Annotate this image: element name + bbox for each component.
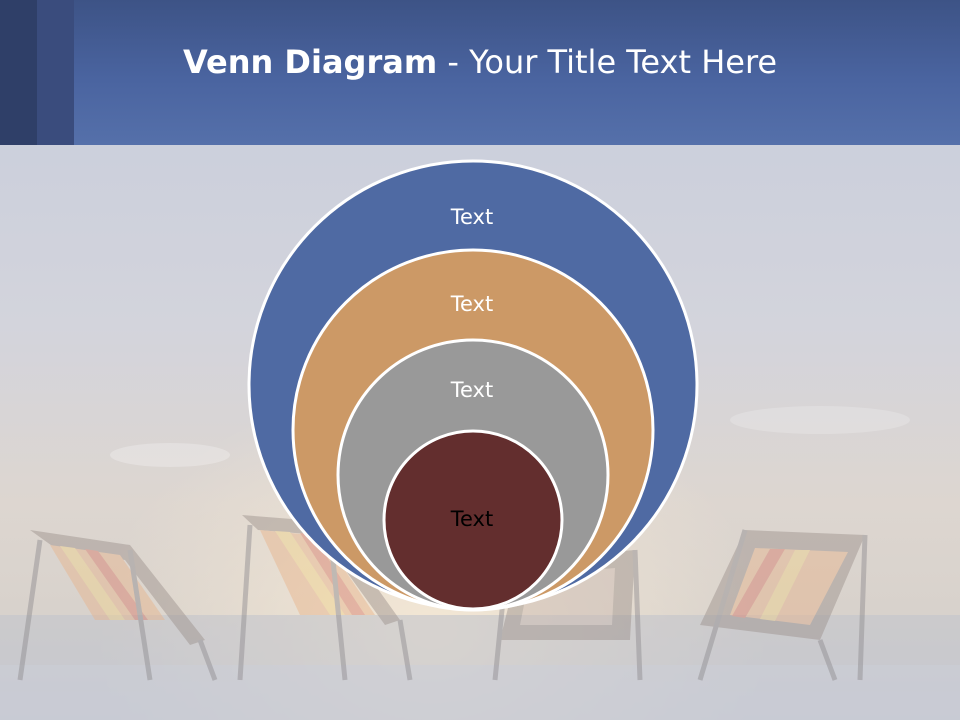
title-bold: Venn Diagram: [183, 43, 438, 81]
ring-third-label: Text: [450, 378, 493, 402]
header-accent-mid: [37, 0, 74, 145]
ring-outer-label: Text: [450, 205, 493, 229]
ring-inner: [382, 429, 564, 611]
header-bar: [0, 0, 960, 145]
header-accent-dark: [0, 0, 37, 145]
page-title: Venn Diagram - Your Title Text Here: [183, 40, 777, 84]
deck-chair-4: [697, 529, 868, 681]
title-rest: - Your Title Text Here: [437, 43, 778, 81]
deck-chair-1: [17, 530, 218, 681]
ring-inner-label: Text: [450, 507, 493, 531]
ring-second-label: Text: [450, 292, 493, 316]
deck-chair-2: [237, 515, 413, 681]
